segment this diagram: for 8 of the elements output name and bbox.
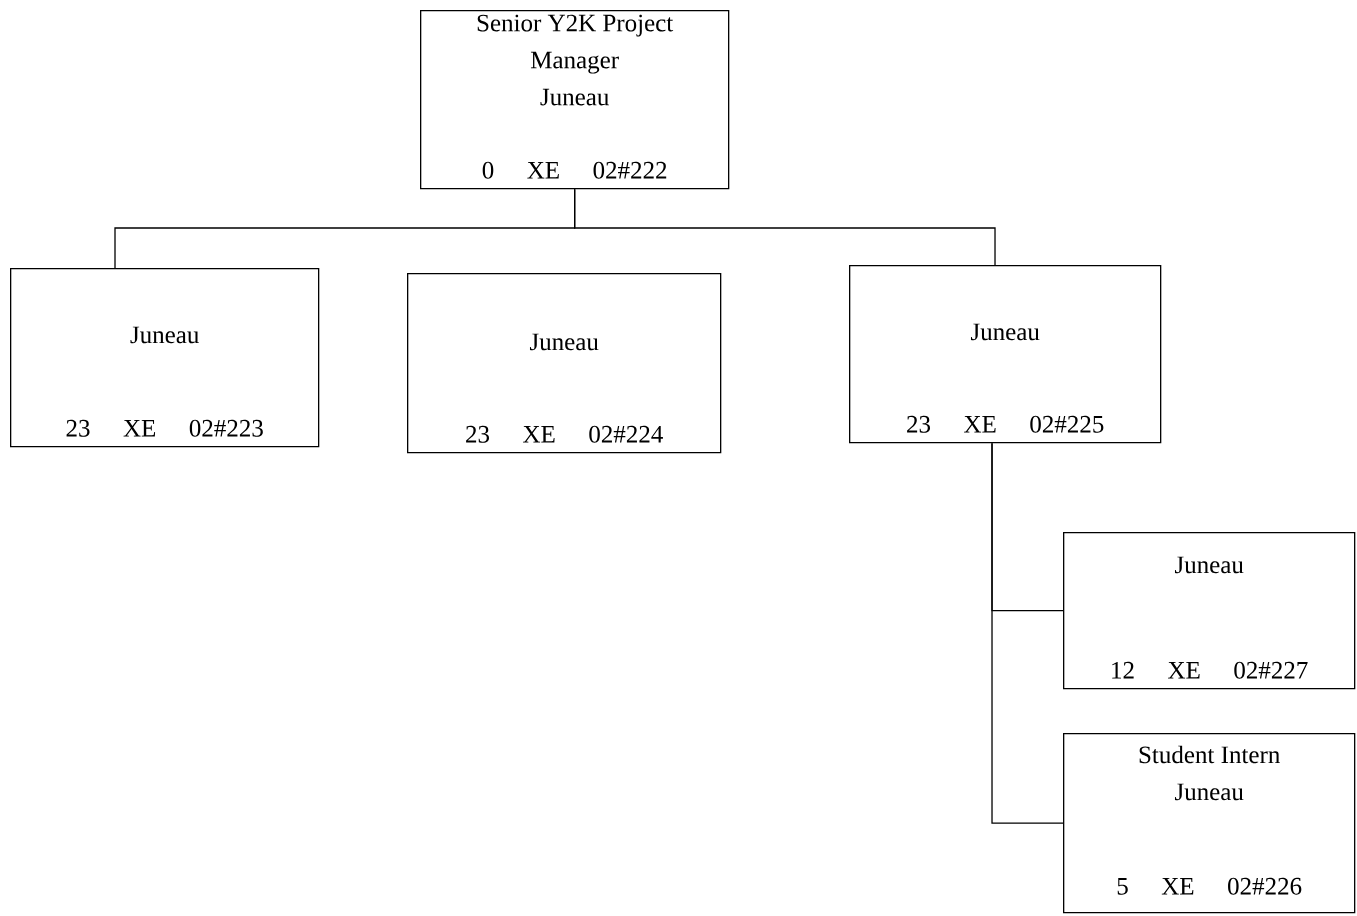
chart-box: Student Intern Juneau 5 XE 02#226 (1063, 733, 1356, 914)
chart-box: Juneau 12 XE 02#227 (1063, 532, 1356, 690)
chart-box: Juneau 23 XE 02#224 (407, 273, 722, 454)
connector-line (991, 442, 1064, 824)
connector-line (574, 188, 996, 266)
chart-box: Senior Y2K Project Manager Juneau 0 XE 02#222 (420, 10, 730, 190)
chart-box: Juneau 23 XE 02#225 (849, 265, 1162, 444)
chart-box: Juneau 23 XE 02#223 (10, 268, 320, 448)
